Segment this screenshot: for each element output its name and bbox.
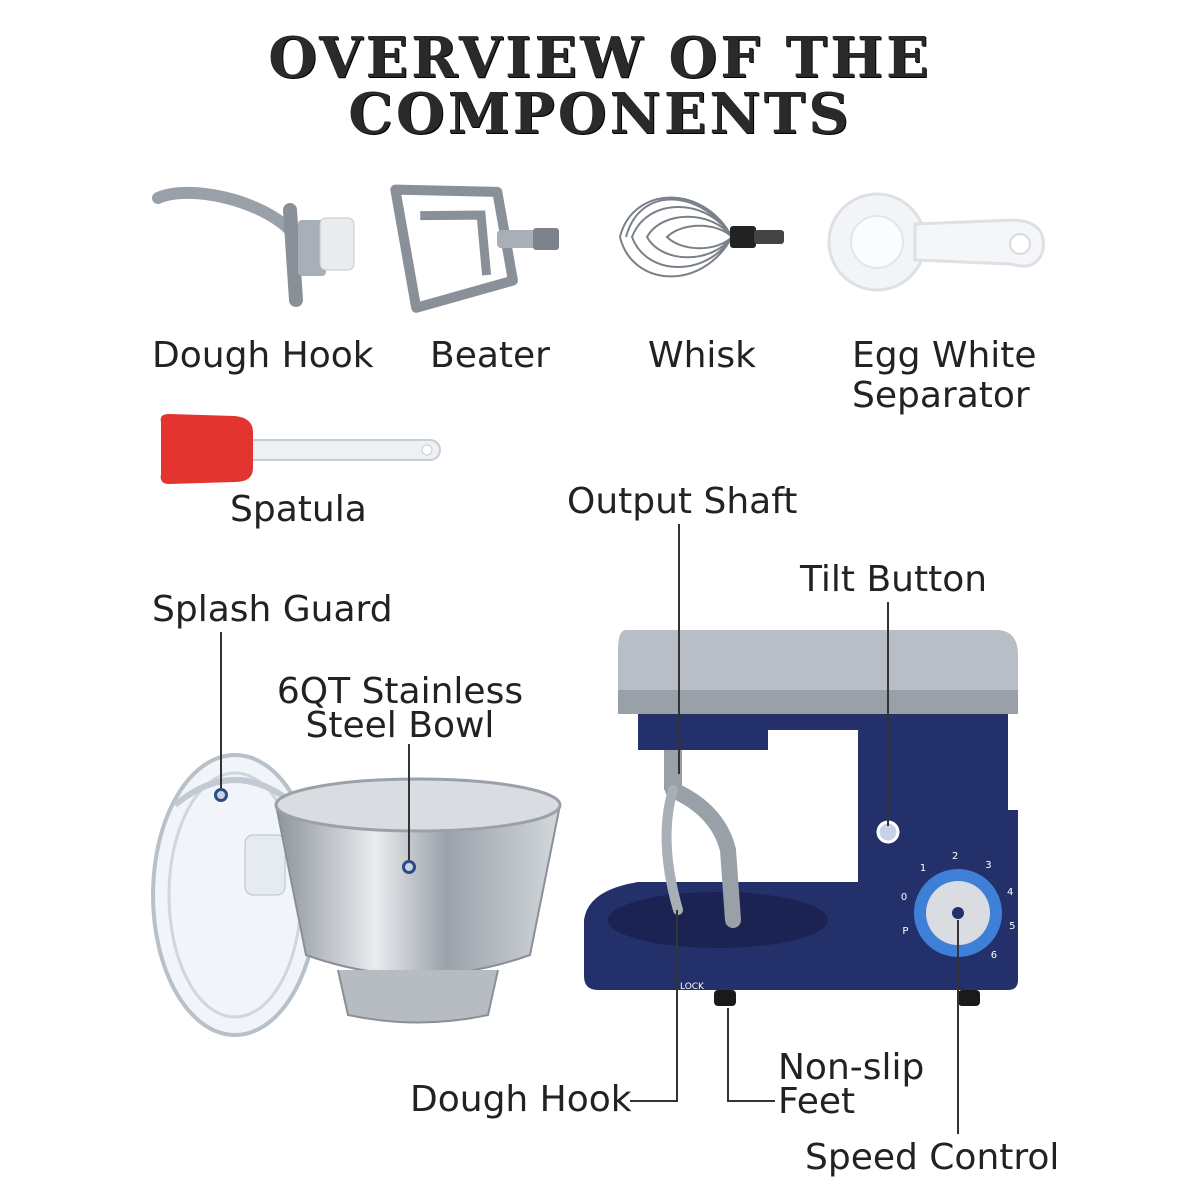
splash-guard-leader (220, 632, 222, 788)
dial-mark: 0 (900, 891, 908, 903)
whisk-icon (618, 196, 784, 278)
beater-label: Beater (430, 335, 550, 376)
dial-mark: P (902, 926, 909, 938)
dough-hook-icon (152, 186, 355, 307)
dough-hook-label: Dough Hook (152, 335, 374, 376)
output-shaft-label: Output Shaft (567, 481, 798, 522)
stand-mixer-image (584, 630, 1018, 1006)
non-slip-label-2: Feet (778, 1081, 856, 1122)
non-slip-leader-v (727, 1008, 729, 1100)
tilt-button-leader (887, 602, 889, 826)
tilt-button-label: Tilt Button (800, 559, 988, 600)
bowl-marker (402, 860, 416, 874)
bowl-label-2: Steel Bowl (305, 705, 495, 746)
egg-separator-label-2: Separator (852, 375, 1030, 416)
dough-hook-callout-label: Dough Hook (410, 1079, 632, 1120)
dial-mark: 1 (919, 863, 927, 875)
dial-mark: 2 (952, 851, 959, 863)
non-slip-label-1: Non-slip (778, 1047, 925, 1088)
dough-hook-leader-v (676, 910, 678, 1102)
dial-mark: 4 (1006, 886, 1014, 898)
dough-hook-leader-h (630, 1100, 676, 1102)
egg-separator-label-1: Egg White (852, 335, 1037, 376)
bowl-image (274, 777, 562, 1024)
dial-mark: 3 (985, 859, 992, 871)
splash-guard-marker (214, 788, 228, 802)
splash-guard-label: Splash Guard (152, 589, 393, 630)
spatula-icon (160, 414, 441, 484)
bowl-leader (408, 744, 410, 860)
speed-control-label: Speed Control (805, 1137, 1060, 1178)
title-line-2: COMPONENTS (348, 81, 852, 147)
non-slip-leader-h (727, 1100, 775, 1102)
beater-icon (390, 184, 559, 313)
dial-mark: 6 (990, 949, 998, 961)
bowl-label-1: 6QT Stainless (276, 671, 524, 712)
title-line-1: OVERVIEW OF THE (268, 25, 932, 91)
whisk-label: Whisk (648, 335, 757, 376)
spatula-label: Spatula (230, 489, 367, 530)
lock-label: LOCK (680, 982, 704, 992)
dial-mark: 5 (1009, 920, 1016, 932)
speed-control-leader (957, 920, 959, 1134)
splash-guard-image (151, 753, 319, 1037)
egg-separator-icon (827, 192, 1045, 292)
output-shaft-leader (678, 524, 680, 774)
